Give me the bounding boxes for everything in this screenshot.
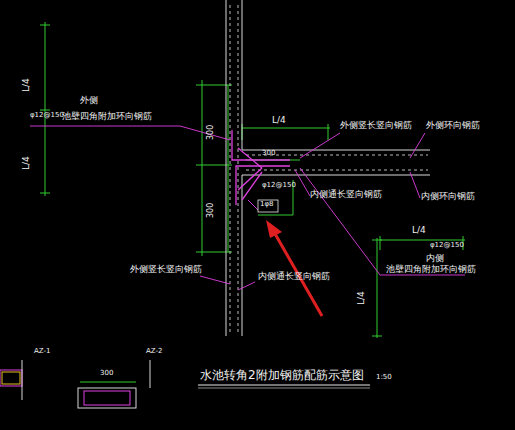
annotation-label: 内侧 — [426, 254, 444, 264]
drawing-title: 水池转角2附加钢筋配筋示意图 — [200, 367, 364, 384]
annotation-label: L/4 — [272, 116, 286, 126]
annotation-label: φ12@150 — [262, 182, 296, 190]
annotation-label: L/4 — [22, 78, 32, 92]
annotation-label: 外侧 — [80, 96, 98, 106]
annotation-label: 300 — [207, 125, 216, 140]
annotation-label: 外侧竖长竖向钢筋 — [130, 265, 202, 275]
annotation-label: 内侧通长竖向钢筋 — [258, 272, 330, 282]
annotation-label: 300 — [262, 150, 275, 158]
annotation-label: L/4 — [357, 291, 367, 305]
annotation-label: 外侧环向钢筋 — [426, 121, 480, 131]
annotation-label: φ12@150 — [30, 112, 64, 120]
annotation-label: AZ-2 — [146, 348, 162, 356]
annotation-label: 1φ8 — [260, 201, 274, 209]
annotation-label: L/4 — [22, 156, 32, 170]
annotation-label: 池壁四角附加环向钢筋 — [62, 112, 152, 122]
annotation-label: 300 — [100, 370, 113, 378]
annotation-label: 内侧通长竖向钢筋 — [310, 190, 382, 200]
annotation-label: 池壁四角附加环向钢筋 — [386, 265, 476, 275]
annotation-label: L/4 — [412, 226, 426, 236]
annotation-label: φ12@150 — [430, 242, 464, 250]
annotation-label: 外侧竖长竖向钢筋 — [340, 121, 412, 131]
annotation-label: 1:50 — [376, 374, 392, 382]
annotation-label: AZ-1 — [34, 348, 50, 356]
annotation-label: 300 — [207, 203, 216, 218]
annotation-label: 内侧环向钢筋 — [421, 192, 475, 202]
